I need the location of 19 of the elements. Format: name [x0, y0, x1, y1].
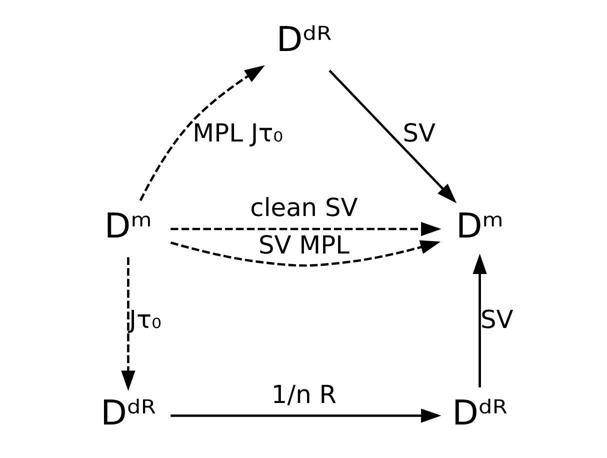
edge-label: MPL Jτ₀ — [192, 118, 283, 148]
node-text: Dᵐ — [455, 206, 504, 247]
edge-label: SV — [402, 118, 436, 148]
arrow — [120, 257, 135, 391]
edge-label: Jτ₀ — [128, 305, 161, 334]
arrow — [170, 240, 440, 267]
arrow — [328, 70, 456, 204]
edge-label: SV — [480, 305, 513, 334]
node-text: Dᵈᴿ — [276, 20, 332, 60]
arrow — [170, 222, 441, 236]
node-text: Dᵐ — [104, 206, 152, 247]
edge-label: 1/n R — [270, 380, 336, 409]
node-text: Dᵈᴿ — [452, 393, 507, 434]
arrow — [472, 254, 486, 388]
arrow — [138, 65, 264, 202]
edge-label: SV MPL — [258, 230, 350, 260]
node-text: Dᵈᴿ — [100, 393, 156, 434]
arrow — [170, 408, 441, 423]
edge-label: clean SV — [250, 193, 358, 222]
